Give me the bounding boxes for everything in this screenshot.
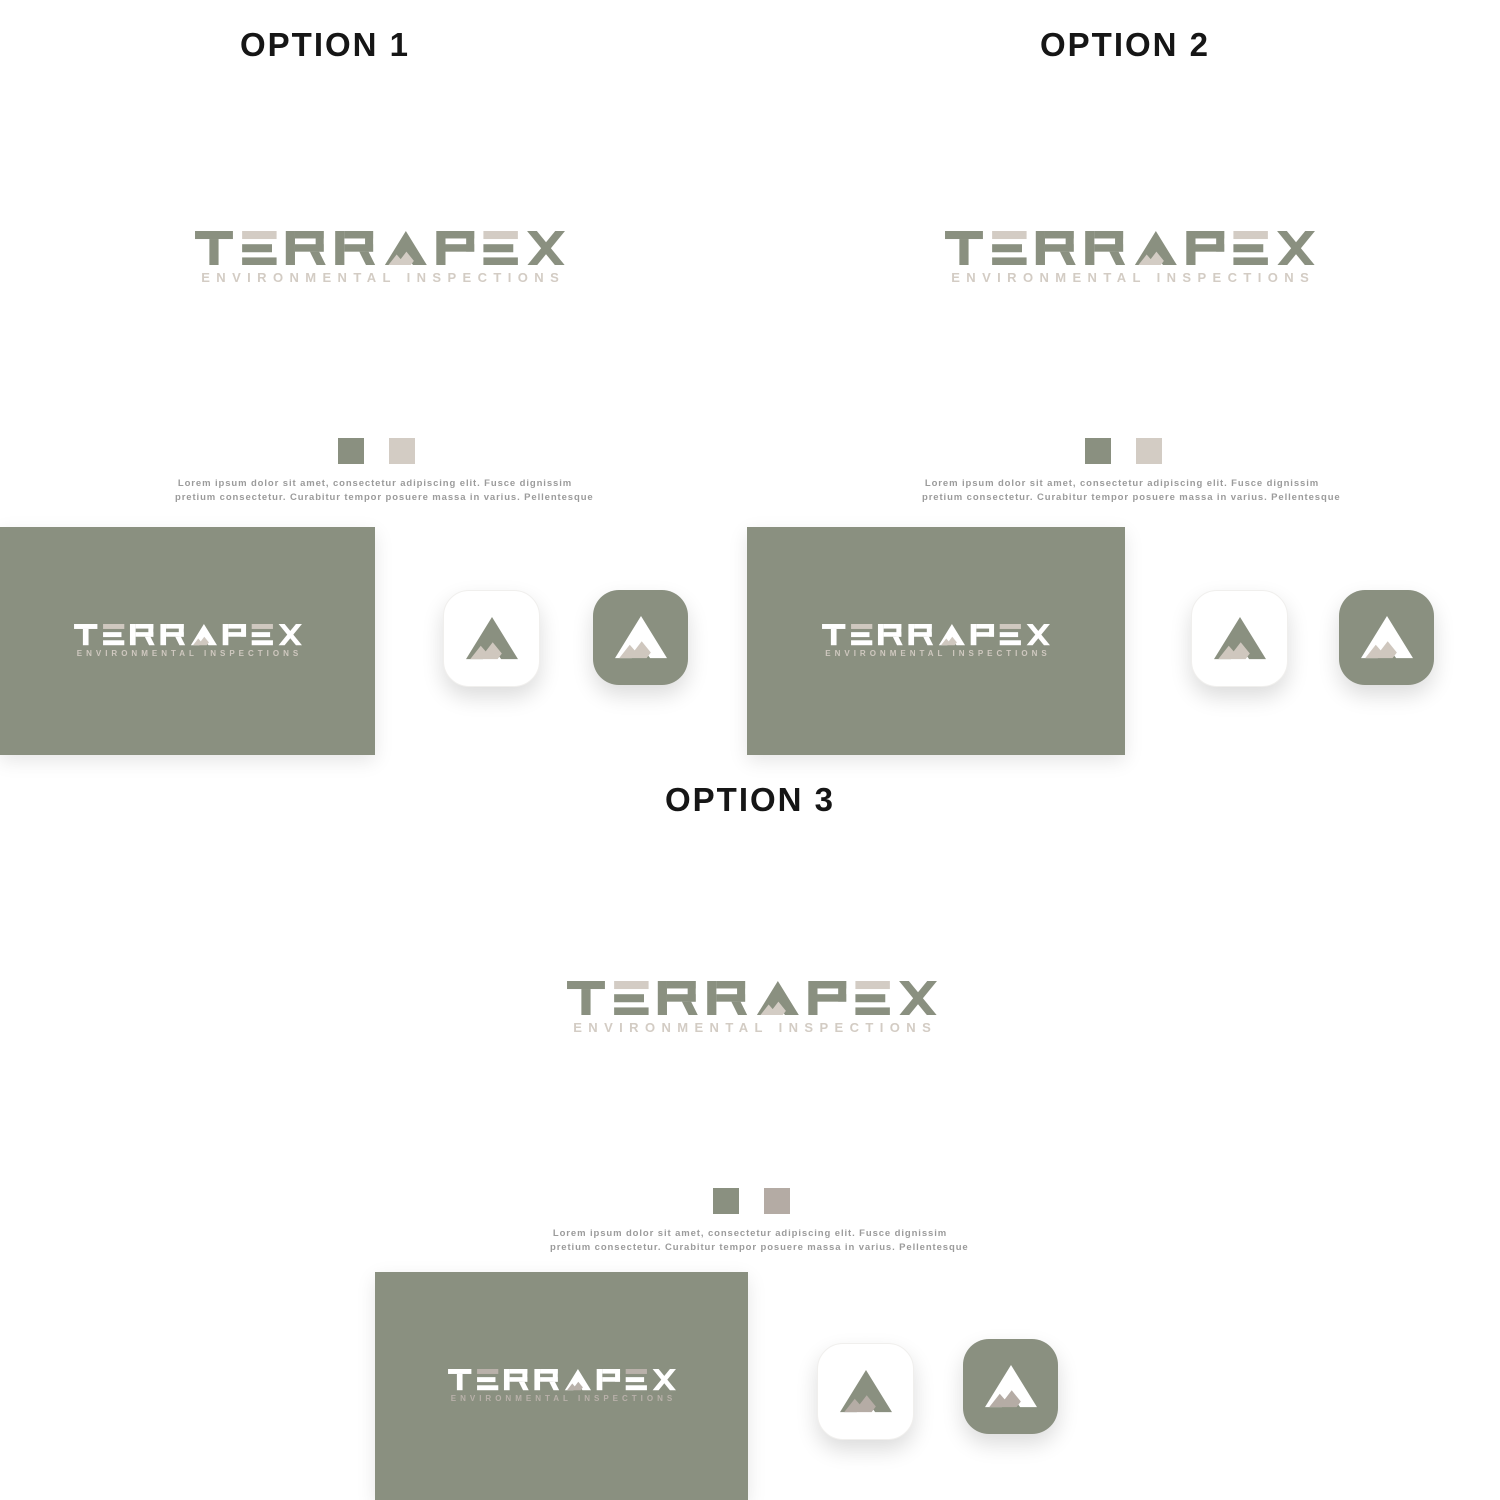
app-icon-tile-light: [443, 590, 540, 687]
color-swatch-primary: [1085, 438, 1111, 464]
mountain-icon: [839, 1370, 892, 1413]
brand-logo-on-card: ENVIRONMENTAL INSPECTIONS: [822, 624, 1051, 658]
color-swatch-primary: [338, 438, 364, 464]
app-icon-tile-light: [817, 1343, 914, 1440]
app-icon-tile-light: [1191, 590, 1288, 687]
app-icon-tile-dark: [1339, 590, 1434, 685]
mountain-icon: [465, 617, 518, 660]
option-1-title: OPTION 1: [239, 26, 411, 63]
terrapex-wordmark: [945, 231, 1315, 265]
mountain-icon: [1213, 617, 1266, 660]
app-icon-tile-dark: [593, 590, 688, 685]
terrapex-wordmark: [195, 231, 565, 265]
description-text: Lorem ipsum dolor sit amet, consectetur …: [550, 1227, 969, 1254]
description-line-2: pretium consectetur. Curabitur tempor po…: [922, 491, 1341, 503]
description-line-1: Lorem ipsum dolor sit amet, consectetur …: [177, 478, 573, 489]
color-swatch-primary: [713, 1188, 739, 1214]
mountain-icon: [614, 616, 667, 659]
description-line-1: Lorem ipsum dolor sit amet, consectetur …: [924, 478, 1320, 489]
color-swatch-accent: [389, 438, 415, 464]
mountain-icon: [984, 1365, 1037, 1408]
terrapex-wordmark: [822, 624, 1050, 645]
description-line-2: pretium consectetur. Curabitur tempor po…: [175, 491, 594, 503]
option-2-title: OPTION 2: [1039, 26, 1211, 63]
app-icon-tile-dark: [963, 1339, 1058, 1434]
mountain-icon: [1360, 616, 1413, 659]
description-text: Lorem ipsum dolor sit amet, consectetur …: [175, 477, 594, 504]
brand-card: ENVIRONMENTAL INSPECTIONS: [375, 1272, 748, 1500]
brand-tagline: ENVIRONMENTAL INSPECTIONS: [951, 270, 1316, 286]
brand-tagline: ENVIRONMENTAL INSPECTIONS: [201, 270, 566, 286]
terrapex-wordmark: [74, 624, 302, 645]
brand-tagline: ENVIRONMENTAL INSPECTIONS: [825, 648, 1051, 658]
color-palette: [713, 1188, 790, 1214]
brand-logo: ENVIRONMENTAL INSPECTIONS: [567, 981, 937, 1035]
brand-logo-on-card: ENVIRONMENTAL INSPECTIONS: [448, 1369, 677, 1403]
color-swatch-accent: [1136, 438, 1162, 464]
color-palette: [1085, 438, 1162, 464]
brand-tagline: ENVIRONMENTAL INSPECTIONS: [573, 1020, 938, 1036]
brand-card: ENVIRONMENTAL INSPECTIONS: [0, 527, 375, 755]
description-line-2: pretium consectetur. Curabitur tempor po…: [550, 1241, 969, 1253]
terrapex-wordmark: [567, 981, 937, 1015]
brand-logo: ENVIRONMENTAL INSPECTIONS: [195, 231, 565, 285]
terrapex-wordmark: [448, 1369, 676, 1390]
brand-logo: ENVIRONMENTAL INSPECTIONS: [945, 231, 1315, 285]
brand-card: ENVIRONMENTAL INSPECTIONS: [747, 527, 1125, 755]
color-swatch-accent: [764, 1188, 790, 1214]
brand-logo-on-card: ENVIRONMENTAL INSPECTIONS: [74, 624, 303, 658]
option-3-title: OPTION 3: [664, 781, 836, 818]
brand-tagline: ENVIRONMENTAL INSPECTIONS: [76, 648, 303, 658]
description-text: Lorem ipsum dolor sit amet, consectetur …: [922, 477, 1341, 504]
brand-tagline: ENVIRONMENTAL INSPECTIONS: [450, 1393, 677, 1403]
color-palette: [338, 438, 415, 464]
description-line-1: Lorem ipsum dolor sit amet, consectetur …: [552, 1228, 948, 1239]
